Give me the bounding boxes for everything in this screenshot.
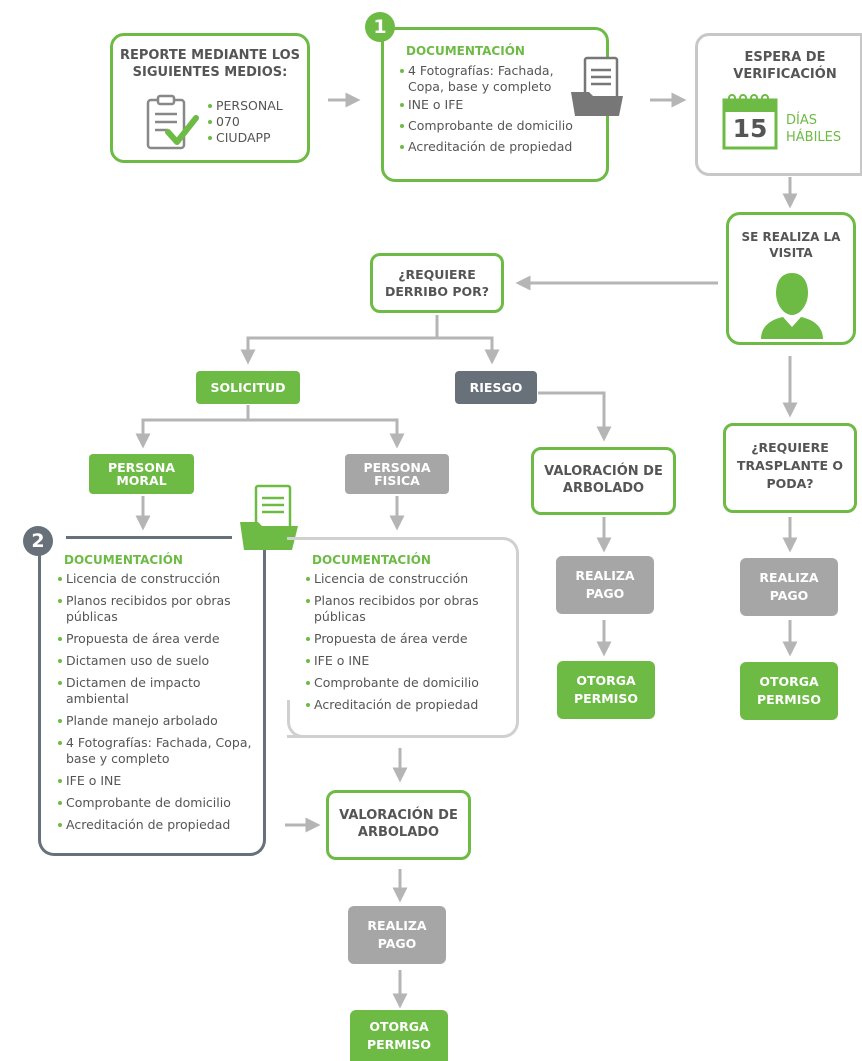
list-item: Comprobante de domicilio	[400, 118, 578, 134]
list-item: 4 Fotografías: Fachada, Copa, base y com…	[400, 63, 578, 95]
list-item: Propuesta de área verde	[58, 631, 258, 647]
list-item: Comprobante de domicilio	[58, 795, 258, 811]
clipboard-check-icon	[146, 94, 199, 150]
realiza-pago-pill: REALIZA PAGO	[740, 558, 838, 616]
list-item: Acreditación de propiedad	[400, 139, 578, 155]
documentacion-title: DOCUMENTACIÓN	[64, 553, 183, 567]
list-item: Propuesta de área verde	[306, 631, 510, 647]
doc3-bottom-left	[287, 700, 307, 738]
documentacion-box-1: DOCUMENTACIÓN 4 Fotografías: Fachada, Co…	[381, 27, 623, 182]
trasplante-title: ¿REQUIERE TRASPLANTE O PODA?	[736, 440, 844, 491]
person-icon	[761, 273, 823, 339]
reporte-title: REPORTE MEDIANTE LOS SIGUIENTES MEDIOS:	[119, 48, 301, 80]
list-item: 4 Fotografías: Fachada, Copa, base y com…	[58, 735, 258, 767]
list-item: Comprobante de domicilio	[306, 675, 510, 691]
espera-title: ESPERA DE VERIFICACIÓN	[733, 50, 837, 82]
documentacion-title: DOCUMENTACIÓN	[312, 553, 431, 567]
list-item: Acreditación de propiedad	[58, 817, 258, 833]
persona-fisica-pill: PERSONA FISICA	[345, 454, 449, 494]
requiere-derribo-title: ¿REQUIERE DERRIBO POR?	[385, 267, 489, 299]
list-item: Dictamen uso de suelo	[58, 653, 258, 669]
otorga-permiso-pill: OTORGA PERMISO	[350, 1010, 448, 1061]
documentacion-box-2	[38, 536, 266, 856]
calendar-icon	[722, 94, 778, 150]
days-label: DÍAS HÁBILES	[786, 113, 842, 145]
step-1-badge: 1	[365, 12, 395, 42]
list-item: Planos recibidos por obras públicas	[306, 593, 510, 625]
days-number: 15	[732, 114, 768, 143]
list-item: Acreditación de propiedad	[306, 697, 510, 713]
requiere-derribo-box: ¿REQUIERE DERRIBO POR?	[370, 253, 504, 313]
document-folder-icon	[571, 56, 623, 116]
list-item: Planos recibidos por obras públicas	[58, 593, 258, 625]
list-item: Licencia de construcción	[58, 571, 258, 587]
espera-box: ESPERA DE VERIFICACIÓN 15 DÍAS HÁBILES	[695, 33, 862, 176]
riesgo-pill: RIESGO	[455, 371, 537, 404]
realiza-pago-pill: REALIZA PAGO	[556, 556, 654, 614]
list-item: Plande manejo arbolado	[58, 713, 258, 729]
doc2-top-border	[66, 536, 232, 539]
documentacion-list: 4 Fotografías: Fachada, Copa, base y com…	[400, 63, 578, 160]
list-item: Licencia de construcción	[306, 571, 510, 587]
list-item: CIUDAPP	[208, 130, 308, 145]
valoracion-title: VALORACIÓN DE ARBOLADO	[339, 808, 458, 840]
documentacion-box-3	[287, 537, 519, 738]
list-item: IFE o INE	[58, 773, 258, 789]
valoracion-arbolado-box: VALORACIÓN DE ARBOLADO	[531, 447, 676, 515]
documentacion-list: Licencia de construcción Planos recibido…	[306, 571, 510, 718]
visita-title: SE REALIZA LA VISITA	[741, 230, 841, 260]
list-item: Dictamen de impacto ambiental	[58, 675, 258, 707]
list-item: INE o IFE	[400, 97, 578, 113]
reporte-box: REPORTE MEDIANTE LOS SIGUIENTES MEDIOS: …	[110, 33, 310, 163]
solicitud-pill: SOLICITUD	[196, 371, 300, 404]
list-item: IFE o INE	[306, 653, 510, 669]
document-folder-icon	[240, 484, 298, 550]
valoracion-arbolado-box: VALORACIÓN DE ARBOLADO	[326, 790, 471, 860]
list-item: PERSONAL	[208, 98, 308, 113]
realiza-pago-pill: REALIZA PAGO	[348, 906, 446, 964]
requiere-trasplante-box: ¿REQUIERE TRASPLANTE O PODA?	[723, 423, 857, 513]
documentacion-list: Licencia de construcción Planos recibido…	[58, 571, 258, 838]
visita-box: SE REALIZA LA VISITA	[726, 212, 856, 345]
step-2-badge: 2	[23, 526, 53, 556]
documentacion-title: DOCUMENTACIÓN	[406, 44, 525, 58]
otorga-permiso-pill: OTORGA PERMISO	[740, 662, 838, 720]
valoracion-title: VALORACIÓN DE ARBOLADO	[544, 464, 663, 496]
otorga-permiso-pill: OTORGA PERMISO	[557, 661, 655, 719]
reporte-list: PERSONAL 070 CIUDAPP	[208, 98, 308, 146]
list-item: 070	[208, 114, 308, 129]
persona-moral-pill: PERSONA MORAL	[89, 454, 194, 494]
